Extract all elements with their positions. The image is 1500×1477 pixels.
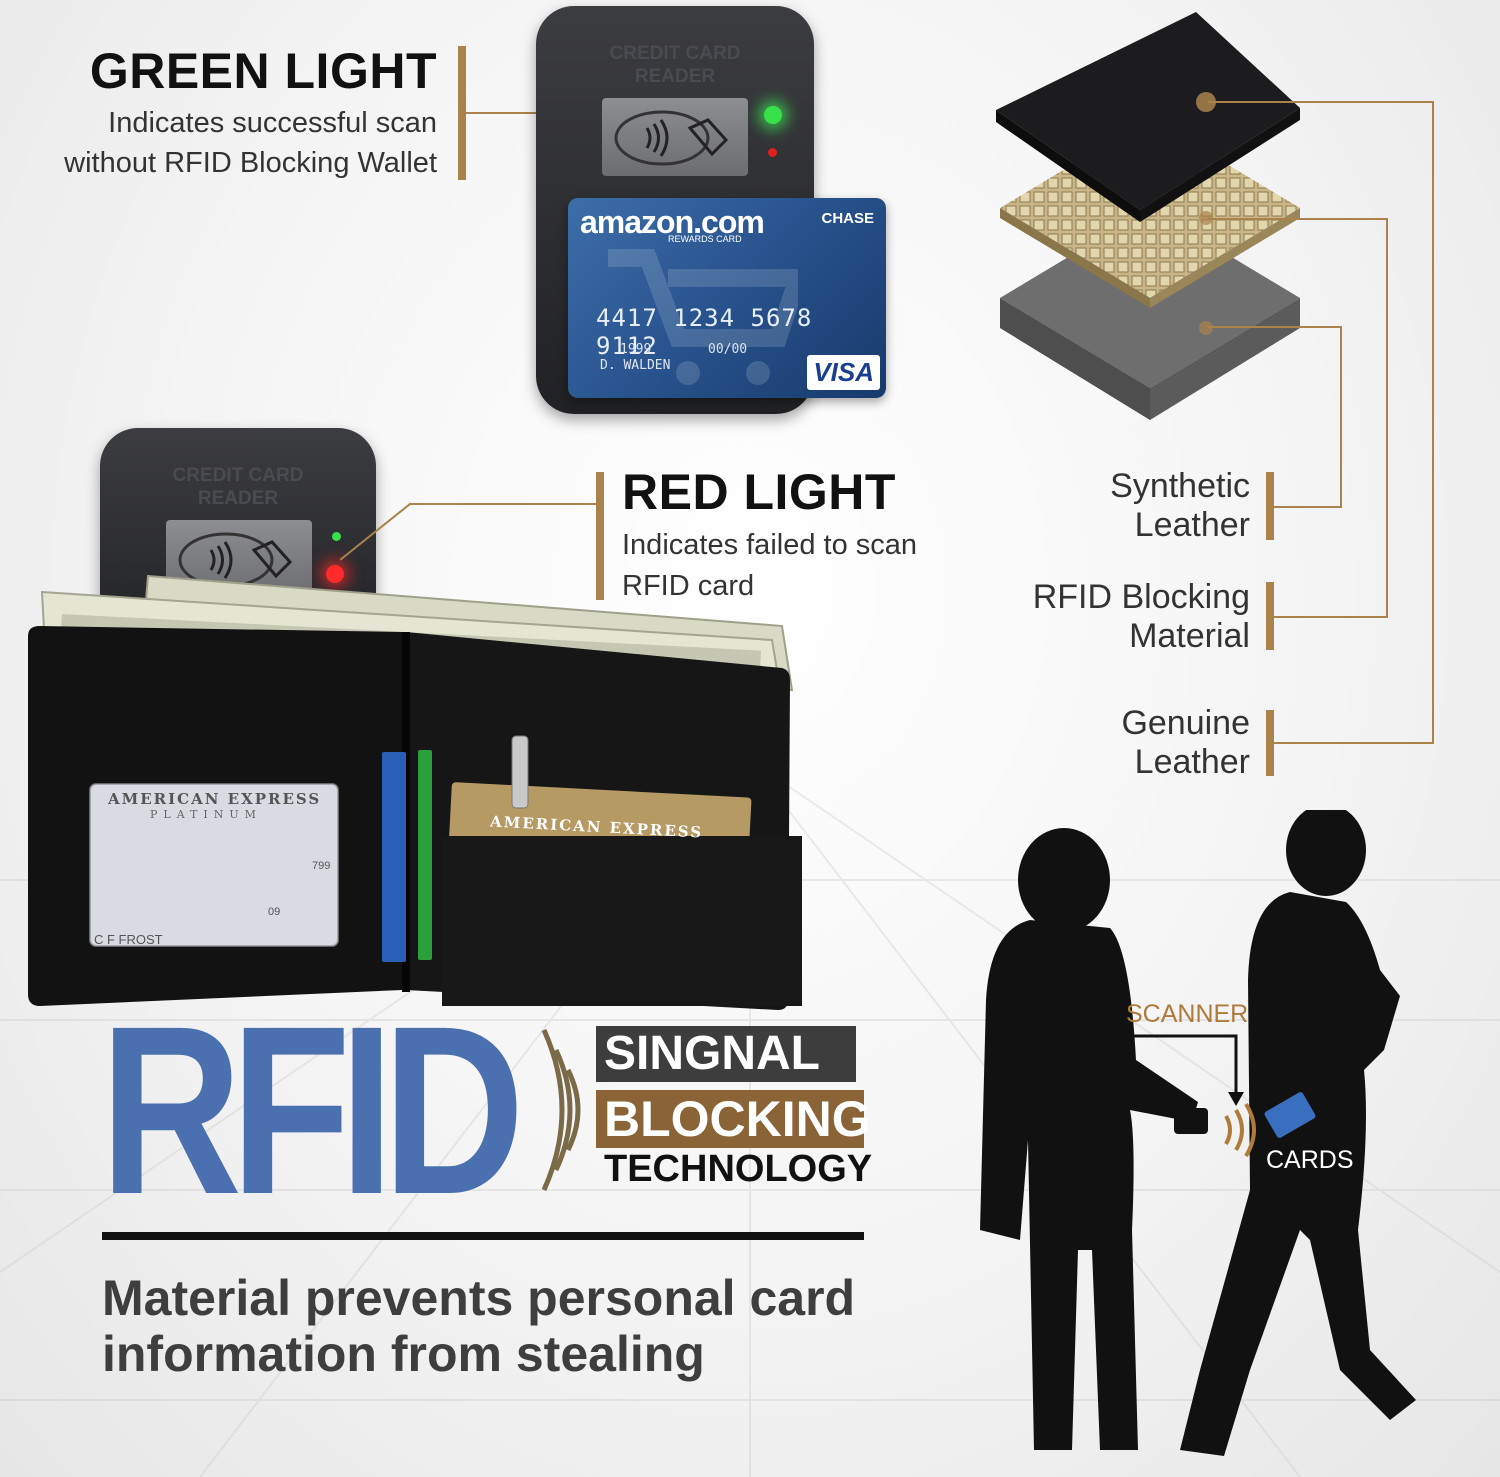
layer-caption-rfid: RFID Blocking Material (1033, 578, 1250, 656)
reader-label-line1: CREDIT CARD (609, 43, 741, 64)
card-network: VISA (807, 355, 880, 390)
red-led (326, 565, 344, 583)
layer-caption-line1: Genuine (1121, 704, 1250, 742)
blocking-word-box: BLOCKING (596, 1090, 871, 1148)
card-since: 1999 (620, 342, 652, 357)
layer-connector-bottom-h (1274, 506, 1342, 508)
red-light-bar (596, 472, 604, 600)
cards-label: CARDS (1266, 1146, 1354, 1174)
green-led-off (332, 532, 341, 541)
amex-front-sub: PLATINUM (150, 808, 262, 821)
contactless-icon (614, 110, 729, 166)
reader-label-line1: CREDIT CARD (172, 465, 304, 486)
green-light-title: GREEN LIGHT (89, 43, 437, 99)
layer-caption-genuine: Genuine Leather (1121, 704, 1250, 782)
red-light-line2: RFID card (622, 570, 755, 602)
card-number: 4417 1234 5678 9112 (596, 304, 813, 360)
tagline-line2: information from stealing (102, 1326, 705, 1382)
amazon-credit-card: amazon.com REWARDS CARD CHASE 4417 1234 … (568, 198, 886, 398)
green-light-line1: Indicates successful scan (108, 107, 437, 139)
silhouettes-scene (980, 810, 1416, 1456)
green-led (764, 106, 782, 124)
layer-bar-genuine (1266, 710, 1274, 776)
reader-label-line2: READER (634, 66, 716, 87)
layer-caption-line1: RFID Blocking (1032, 578, 1250, 616)
rfid-big-text: RFID (100, 976, 525, 1244)
rfid-wallet-illustration (28, 574, 802, 1010)
signal-word-box: SINGNAL (596, 1026, 856, 1082)
layer-caption-line2: Material (1129, 617, 1250, 655)
layer-connector-mid-v (1386, 218, 1388, 618)
reader-label-line2: READER (197, 488, 279, 509)
technology-word: TECHNOLOGY (604, 1148, 873, 1190)
layer-caption-line2: Leather (1134, 506, 1250, 544)
layer-bar-synthetic (1266, 472, 1274, 540)
card-subtitle: REWARDS CARD (668, 234, 742, 244)
layer-connector-bottom-v (1340, 326, 1342, 508)
card-holder: D. WALDEN (600, 358, 671, 373)
layer-connector-bottom (1208, 326, 1342, 328)
green-light-bar (458, 46, 466, 180)
layer-connector-mid (1208, 218, 1388, 220)
red-light-line1: Indicates failed to scan (622, 529, 918, 561)
card-brand: amazon.com (580, 204, 765, 240)
cart-watermark-icon (608, 249, 798, 385)
card-bank: CHASE (821, 210, 874, 227)
amex-front-label: AMERICAN EXPRESS (108, 790, 322, 808)
amex-exp: 09 (268, 906, 281, 918)
red-light-title: RED LIGHT (622, 464, 896, 520)
red-led-off (768, 148, 777, 157)
layer-caption-synthetic: Synthetic Leather (1110, 467, 1250, 545)
scanner-label: SCANNER (1126, 1000, 1249, 1028)
amex-holder: C F FROST (94, 932, 163, 947)
tagline-line1: Material prevents personal card (102, 1270, 856, 1326)
layer-bar-rfid (1266, 582, 1274, 650)
layer-connector-top-h (1274, 742, 1434, 744)
layer-caption-line2: Leather (1134, 743, 1250, 781)
amex-code: 799 (312, 860, 331, 872)
green-light-line2: without RFID Blocking Wallet (64, 147, 437, 179)
layer-connector-top (1208, 101, 1434, 103)
leather-layers-illustration (996, 12, 1300, 420)
signal-waves-icon (541, 1028, 581, 1192)
reader-window (602, 98, 748, 176)
card-valid: 00/00 (708, 342, 748, 357)
divider-rule (102, 1232, 864, 1240)
layer-connector-top-v (1432, 101, 1434, 744)
layer-connector-mid-h (1274, 616, 1388, 618)
layer-caption-line1: Synthetic (1110, 467, 1250, 505)
red-light-connector (340, 503, 596, 561)
